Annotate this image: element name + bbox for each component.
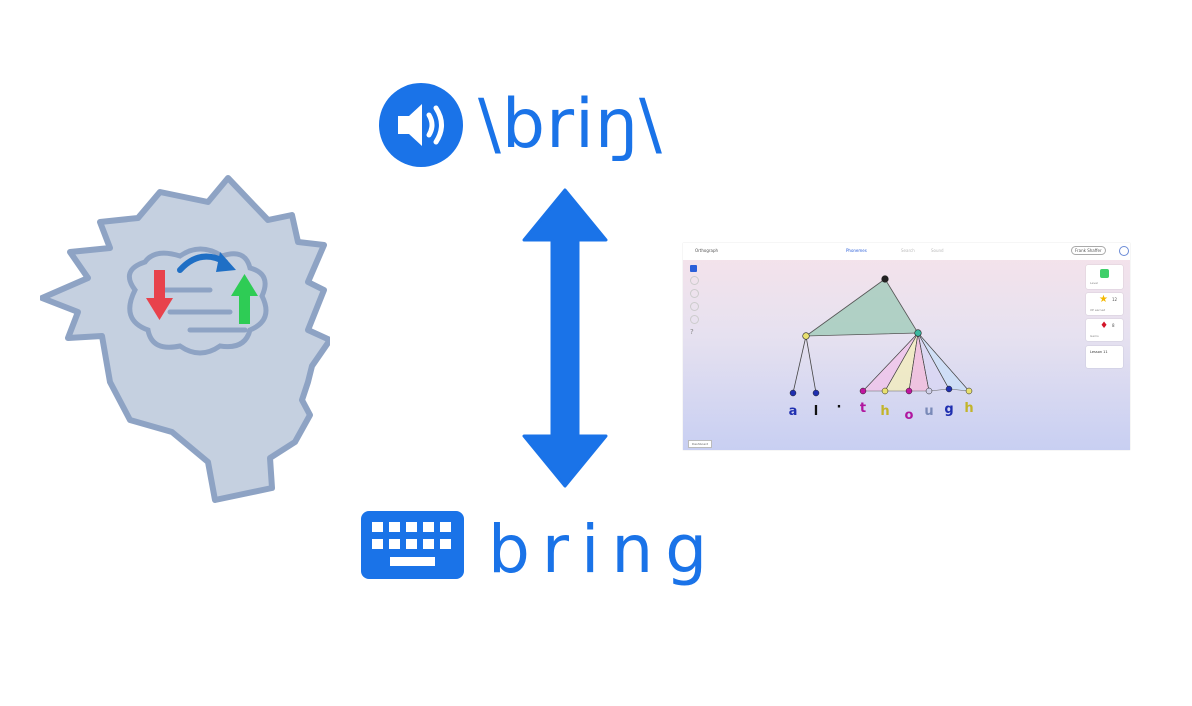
tree-triangle [804, 278, 919, 337]
brain-icon [126, 246, 269, 356]
left-toolbar: ? [690, 265, 699, 336]
settings-icon[interactable] [1119, 246, 1129, 256]
speaker-volume-icon [379, 83, 463, 167]
gems-card: ♦ 8 Gems [1086, 319, 1123, 341]
word-letter: g [944, 402, 953, 417]
star-icon: ★ [1099, 294, 1108, 305]
tree-branch [805, 335, 817, 394]
tree-branch [917, 332, 930, 392]
xp-card: ★ 12 XP earned [1086, 293, 1123, 315]
word-letter: h [964, 401, 973, 416]
user-menu[interactable]: Frank Shaffer [1071, 246, 1106, 255]
word-letter: t [860, 401, 866, 416]
tool-icon[interactable] [690, 276, 699, 285]
tree-node [881, 387, 889, 395]
tree-node [925, 387, 933, 395]
app-brand: Orthograph [695, 248, 719, 253]
tree-branch [792, 335, 807, 394]
tree-branch [917, 332, 970, 392]
tree-branch [862, 332, 919, 392]
pronunciation-text: \briŋ\ [478, 85, 663, 164]
word-letter: u [924, 404, 933, 419]
tree-node [881, 275, 889, 283]
help-icon[interactable]: ? [690, 328, 694, 336]
lesson-card: Lesson 11 [1086, 346, 1123, 368]
word-letter: h [880, 404, 889, 419]
word-letter: a [789, 404, 798, 419]
nav-sound[interactable]: Sound [931, 248, 944, 253]
tree-branch [908, 332, 919, 392]
arrow-up-icon [231, 274, 258, 324]
tree-node [812, 389, 820, 397]
tree-node [945, 385, 953, 393]
spelling-text: bring [488, 511, 720, 588]
tree-node [905, 387, 913, 395]
tree-node [802, 332, 810, 340]
level-badge-icon [1100, 269, 1109, 278]
tree-node [965, 387, 973, 395]
tree-branch [917, 332, 950, 390]
tool-icon[interactable] [690, 289, 699, 298]
word-letter: l [814, 404, 818, 419]
nav-phonemes[interactable]: Phonemes [846, 248, 867, 253]
keyboard-icon [361, 511, 464, 579]
tree-node [789, 389, 797, 397]
brain-processing-head-icon [40, 175, 330, 503]
tool-icon[interactable] [690, 315, 699, 324]
app-topbar: Orthograph Phonemes Search Sound Frank S… [683, 243, 1130, 260]
tree-node [859, 387, 867, 395]
tree-node [914, 329, 922, 337]
head-silhouette [40, 175, 330, 503]
double-vertical-arrow-icon [522, 188, 608, 488]
curved-arrow-icon [177, 252, 236, 273]
level-card: Level [1086, 265, 1123, 289]
tool-icon[interactable] [690, 302, 699, 311]
tree-branch [884, 332, 919, 392]
nav-search[interactable]: Search [901, 248, 915, 253]
dashboard-button[interactable]: Dashboard [688, 440, 713, 448]
word-letter: · [837, 400, 842, 415]
gem-icon: ♦ [1100, 321, 1109, 331]
cube-icon[interactable] [690, 265, 697, 272]
arrow-down-icon [146, 270, 173, 320]
word-letter: o [905, 408, 914, 423]
